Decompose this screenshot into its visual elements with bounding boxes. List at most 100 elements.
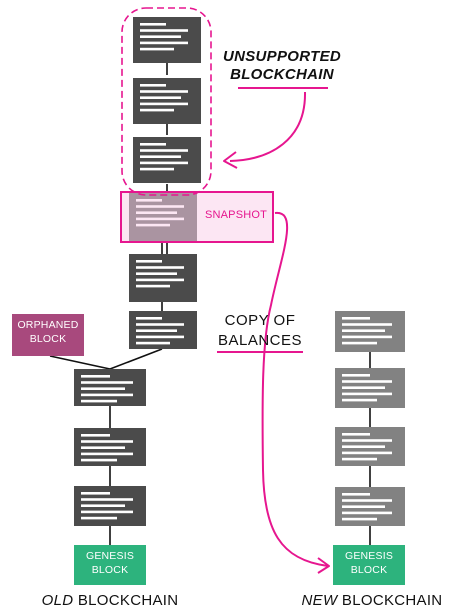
old-block-2-text-line-3 xyxy=(140,102,188,106)
old-block-7-text-line-0 xyxy=(81,375,110,378)
unsupported-blockchain-label: UNSUPPORTED BLOCKCHAIN xyxy=(222,48,342,84)
old-block-1-text-line-3 xyxy=(140,41,188,45)
new-block-3 xyxy=(335,427,405,466)
old-block-2 xyxy=(133,78,201,124)
old-block-6-text-line-4 xyxy=(136,341,170,345)
new-block-4-text-line-2 xyxy=(342,505,385,508)
old-block-9-text-line-1 xyxy=(81,498,133,501)
new-block-1-text-line-3 xyxy=(342,335,392,339)
new-block-2 xyxy=(335,368,405,408)
new-blockchain-title: NEW BLOCKCHAIN xyxy=(292,592,452,609)
old-block-5-text-line-3 xyxy=(136,278,184,282)
old-genesis-line1: GENESIS xyxy=(85,550,135,562)
orphaned-block-label: ORPHANED BLOCK xyxy=(12,318,84,346)
connector-9 xyxy=(109,348,163,370)
new-block-1-text-line-1 xyxy=(342,323,392,326)
old-block-6 xyxy=(129,311,197,349)
copy-arrowhead xyxy=(317,557,330,574)
old-block-3-text-line-2 xyxy=(140,155,181,158)
old-block-6-text-line-2 xyxy=(136,329,177,332)
snapshot-highlight xyxy=(120,191,274,243)
new-block-1 xyxy=(335,311,405,352)
old-block-6-text-line-1 xyxy=(136,323,184,326)
unsupported-arrowhead xyxy=(223,151,238,169)
old-block-2-text-line-2 xyxy=(140,96,181,99)
snapshot-label: SNAPSHOT xyxy=(204,209,268,221)
unsupported-line1: UNSUPPORTED xyxy=(222,48,342,65)
orphaned-block xyxy=(12,314,84,356)
old-block-5-text-line-1 xyxy=(136,266,184,269)
old-block-8-text-line-4 xyxy=(81,458,117,462)
unsupported-boundary xyxy=(121,7,212,196)
orphaned-line2: BLOCK xyxy=(29,333,67,345)
old-block-7-text-line-2 xyxy=(81,387,125,390)
old-block-3-text-line-4 xyxy=(140,167,174,171)
old-block-8 xyxy=(74,428,146,466)
old-block-2-text-line-1 xyxy=(140,90,188,93)
new-genesis-block xyxy=(333,545,405,585)
new-block-3-text-line-1 xyxy=(342,439,392,442)
new-block-3-text-line-2 xyxy=(342,445,385,448)
new-block-4-text-line-1 xyxy=(342,499,392,502)
old-block-5-text-line-2 xyxy=(136,272,177,275)
old-block-1-text-line-0 xyxy=(140,23,166,26)
old-block-3-text-line-3 xyxy=(140,161,188,165)
new-block-4 xyxy=(335,487,405,526)
new-block-3-text-line-3 xyxy=(342,451,392,455)
old-block-9 xyxy=(74,486,146,526)
old-block-8-text-line-0 xyxy=(81,434,110,437)
new-block-2-text-line-2 xyxy=(342,386,385,389)
old-block-7-text-line-4 xyxy=(81,399,117,403)
old-block-5 xyxy=(129,254,197,302)
new-title-emph: NEW xyxy=(301,592,338,609)
old-block-8-text-line-2 xyxy=(81,446,125,449)
old-block-7 xyxy=(74,369,146,406)
new-block-2-text-line-3 xyxy=(342,392,392,396)
old-block-2-text-line-0 xyxy=(140,84,166,87)
old-block-6-text-line-3 xyxy=(136,335,184,339)
unsupported-line2: BLOCKCHAIN xyxy=(230,66,334,83)
old-block-5-text-line-4 xyxy=(136,284,170,288)
new-block-2-text-line-1 xyxy=(342,380,392,383)
old-block-9-text-line-0 xyxy=(81,492,110,495)
chain-connectors xyxy=(49,63,371,545)
annotation-overlay xyxy=(120,7,330,574)
old-block-1-text-line-4 xyxy=(140,47,174,51)
new-block-3-text-line-4 xyxy=(342,457,377,461)
new-block-1-text-line-4 xyxy=(342,341,377,345)
old-block-8-text-line-1 xyxy=(81,440,133,443)
old-block-9-text-line-3 xyxy=(81,510,133,514)
old-block-1-text-line-2 xyxy=(140,35,181,38)
copy-line2: BALANCES xyxy=(217,332,303,349)
old-genesis-block xyxy=(74,545,146,585)
old-genesis-label: GENESIS BLOCK xyxy=(74,549,146,577)
old-block-3-text-line-0 xyxy=(140,143,166,146)
old-block-3 xyxy=(133,137,201,183)
new-block-2-text-line-0 xyxy=(342,374,370,377)
old-block-3-text-line-1 xyxy=(140,149,188,152)
new-title-rest: BLOCKCHAIN xyxy=(337,592,443,609)
connector-10 xyxy=(49,355,111,370)
new-block-4-text-line-4 xyxy=(342,517,377,521)
old-block-7-text-line-3 xyxy=(81,393,133,397)
copy-of-balances-label: COPY OF BALANCES xyxy=(210,311,310,351)
old-block-9-text-line-4 xyxy=(81,516,117,520)
old-block-1 xyxy=(133,17,201,63)
old-title-emph: OLD xyxy=(41,592,74,609)
old-block-9-text-line-2 xyxy=(81,504,125,507)
old-genesis-line2: BLOCK xyxy=(91,564,129,576)
chain-blocks xyxy=(12,17,405,585)
orphaned-line1: ORPHANED xyxy=(17,319,79,331)
old-block-8-text-line-3 xyxy=(81,452,133,456)
new-block-4-text-line-3 xyxy=(342,511,392,515)
old-title-rest: BLOCKCHAIN xyxy=(73,592,179,609)
new-block-2-text-line-4 xyxy=(342,398,377,402)
old-block-2-text-line-4 xyxy=(140,108,174,112)
old-block-7-text-line-1 xyxy=(81,381,133,384)
new-genesis-line1: GENESIS xyxy=(344,550,394,562)
old-block-1-text-line-1 xyxy=(140,29,188,32)
new-block-3-text-line-0 xyxy=(342,433,370,436)
unsupported-arrow-curve xyxy=(229,91,307,162)
old-block-5-text-line-0 xyxy=(136,260,162,263)
